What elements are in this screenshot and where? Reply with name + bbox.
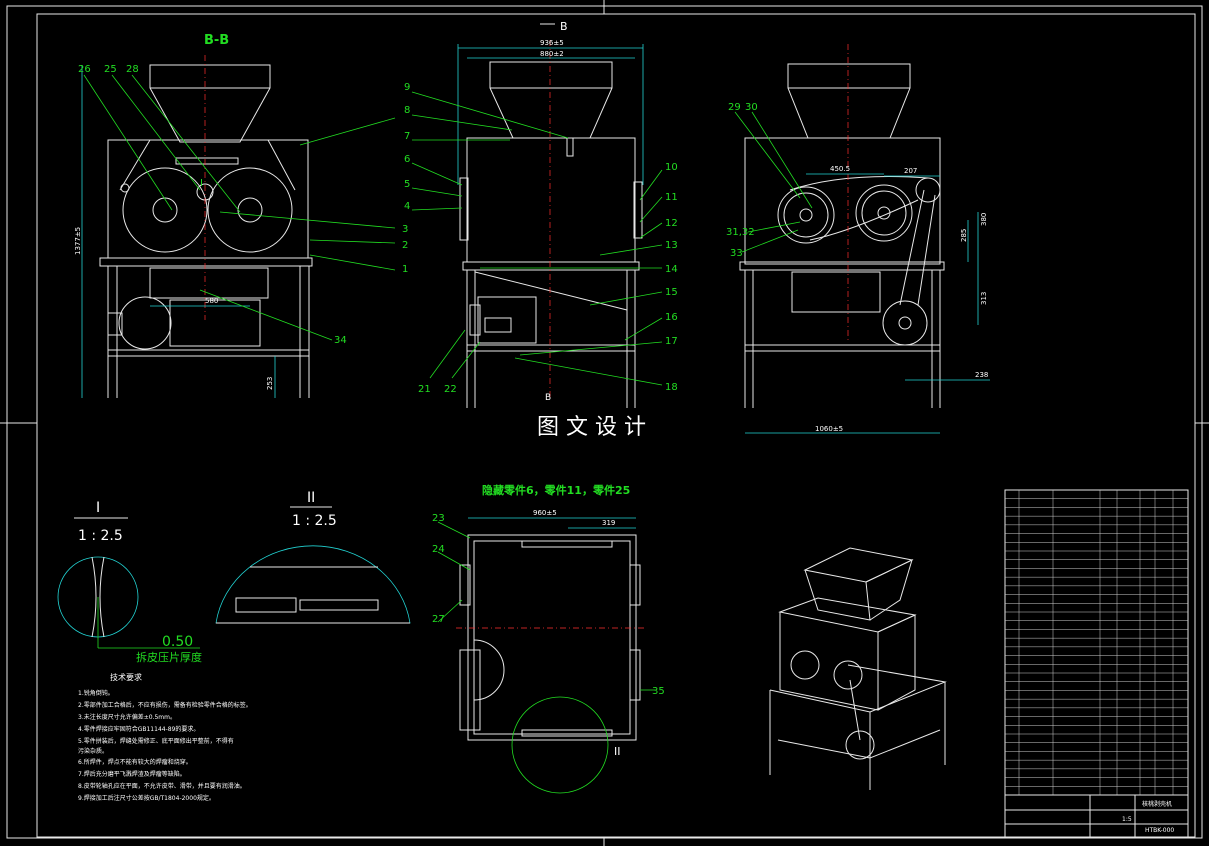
dim-base-height: 253 — [266, 377, 274, 390]
part-label-11: 11 — [665, 192, 678, 203]
tech-req-item: 1.锐角倒钝。 — [78, 689, 114, 697]
tech-req-item: 2.零部件加工合格后，不应有损伤，需备有检验零件合格的标签。 — [78, 701, 252, 709]
part-label-7: 7 — [404, 131, 410, 142]
part-label-10: 10 — [665, 162, 678, 173]
part-label-1: 1 — [402, 264, 408, 275]
part-label-2: 2 — [402, 240, 408, 251]
detail-ii: II 1 : 2.5 — [215, 490, 411, 624]
part-label-15: 15 — [665, 287, 678, 298]
part-label-33: 33 — [730, 248, 743, 259]
technical-requirements: 技术要求 1.锐角倒钝。 2.零部件加工合格后，不应有损伤，需备有检验零件合格的… — [78, 672, 252, 802]
section-view-bb: B-B 1377±5 580 253 — [74, 33, 408, 398]
dim-pulley-offset: 207 — [904, 167, 917, 175]
part-label-26: 26 — [78, 64, 91, 75]
part-label-18: 18 — [665, 382, 678, 393]
detail2-scale: 1 : 2.5 — [292, 513, 337, 529]
tech-req-item: 6.所焊件，焊点不能有较大的焊瘤和烧穿。 — [78, 758, 192, 766]
detail2-label: II — [307, 490, 315, 506]
title-block-name: 核桃剥壳机 — [1142, 800, 1172, 808]
title-block: 核桃剥壳机 1:5 HTBK-000 — [1004, 794, 1189, 838]
part-label-35: 35 — [652, 686, 665, 697]
part-label-9: 9 — [404, 82, 410, 93]
tech-req-item: 3.未注长度尺寸允许偏差±0.5mm。 — [78, 713, 176, 721]
part-label-25: 25 — [104, 64, 117, 75]
dim-inner-width: 880±2 — [540, 50, 564, 58]
part-label-24: 24 — [432, 544, 445, 555]
tech-req-title: 技术要求 — [110, 672, 142, 682]
part-label-28: 28 — [126, 64, 139, 75]
parts-list — [1004, 489, 1189, 796]
tech-req-item: 9.焊接加工后注尺寸公差按GB/T1804-2000规定。 — [78, 794, 215, 802]
front-view: B 936±5 880±2 — [404, 20, 678, 408]
part-label-8: 8 — [404, 105, 410, 116]
part-label-12: 12 — [665, 218, 678, 229]
part-label-27: 27 — [432, 614, 445, 625]
section-title: B-B — [204, 33, 229, 48]
part-label-21: 21 — [418, 384, 431, 395]
hidden-parts-note: 隐藏零件6，零件11，零件25 — [482, 483, 630, 497]
detail1-scale: 1 : 2.5 — [78, 528, 123, 544]
part-label-23: 23 — [432, 513, 445, 524]
dim-right-h3: 313 — [980, 292, 988, 305]
part-label-5: 5 — [404, 179, 410, 190]
part-label-3: 3 — [402, 224, 408, 235]
inner-border — [36, 13, 1196, 838]
tech-req-item: 7.焊后充分磨平飞溅焊渣及焊瘤等缺陷。 — [78, 770, 186, 778]
section-marker-top: B — [560, 20, 568, 33]
part-label-16: 16 — [665, 312, 678, 323]
dim-plan-width: 960±5 — [533, 509, 557, 517]
detail-i: I 1 : 2.5 0.50 拆皮压片厚度 — [57, 500, 202, 664]
section-marker-bottom: B — [545, 393, 551, 403]
part-label-14: 14 — [665, 264, 678, 275]
tech-req-item: 5.零件拼装后，焊缝处需修正、底平面修出平整前，不得有 — [78, 737, 234, 745]
dim-total-length: 1060±5 — [815, 425, 843, 433]
part-label-17: 17 — [665, 336, 678, 347]
watermark-box — [518, 408, 686, 442]
plate-thickness-label: 拆皮压片厚度 — [136, 650, 202, 664]
tech-req-item: 8.皮带轮轴孔应在平面，不允许皮带、滑带，并且要有润滑油。 — [78, 782, 246, 790]
part-label-31-32: 31,32 — [726, 227, 755, 238]
dim-roller-gap: 580 — [205, 297, 218, 305]
part-label-22: 22 — [444, 384, 457, 395]
dim-right-bottom: 238 — [975, 371, 988, 379]
dim-plan-offset: 319 — [602, 519, 615, 527]
dim-right-h1: 380 — [980, 213, 988, 226]
part-label-13: 13 — [665, 240, 678, 251]
isometric-view — [769, 547, 947, 790]
part-label-29: 29 — [728, 102, 741, 113]
title-block-code: HTBK-000 — [1145, 827, 1174, 834]
part-label-30: 30 — [745, 102, 758, 113]
dim-pulley-center: 450.5 — [830, 165, 850, 173]
title-block-scale: 1:5 — [1122, 816, 1132, 823]
plate-thickness-value: 0.50 — [162, 634, 193, 650]
detail-marker-I: I — [200, 178, 203, 189]
dim-height-left: 1377±5 — [74, 227, 82, 255]
dim-top-width: 936±5 — [540, 39, 564, 47]
part-label-34: 34 — [334, 335, 347, 346]
dim-right-h2: 285 — [960, 229, 968, 242]
part-label-4: 4 — [404, 201, 410, 212]
detail1-label: I — [96, 500, 100, 516]
watermark: 图 文 设 计 — [537, 415, 646, 440]
detail-marker-II: II — [614, 745, 621, 758]
part-label-6: 6 — [404, 154, 410, 165]
tech-req-item: 4.零件焊接应牢固符合GB11144-89的要求。 — [78, 725, 199, 733]
plan-view: 隐藏零件6，零件11，零件25 II 960±5 319 23 24 27 35 — [432, 483, 665, 794]
tech-req-item: 污染杂质。 — [78, 747, 108, 755]
side-view: 450.5 207 380 285 313 238 1060±5 29 30 3… — [726, 44, 990, 434]
